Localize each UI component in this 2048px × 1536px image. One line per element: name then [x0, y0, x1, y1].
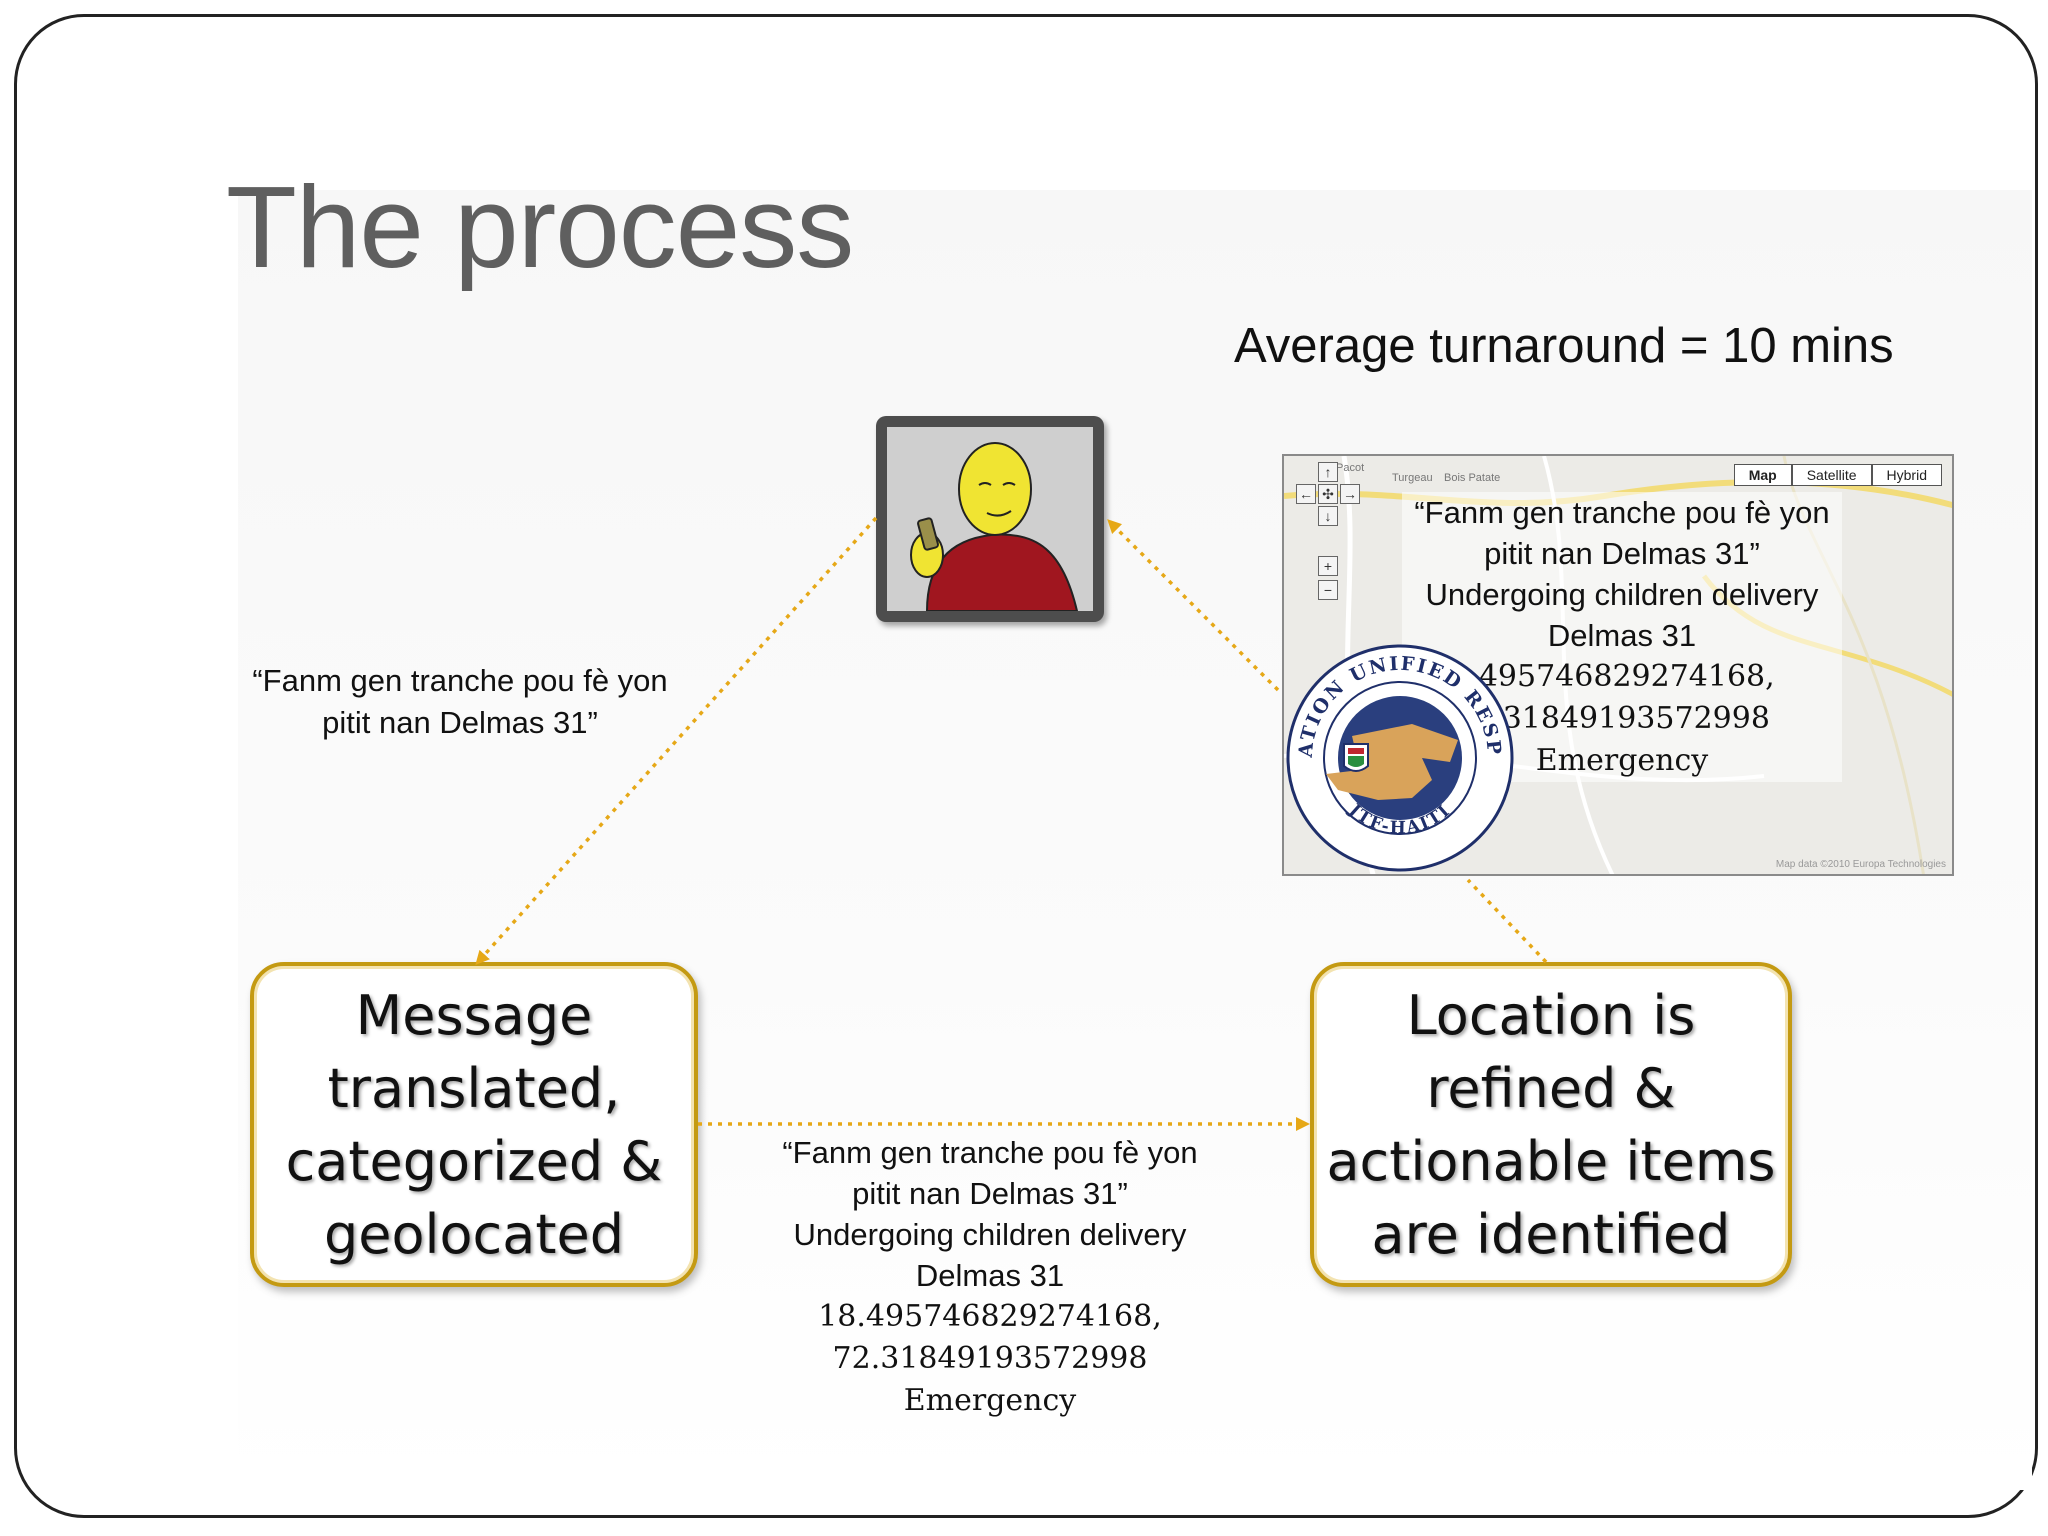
- slide-title: The process: [226, 162, 854, 292]
- process-box-refine-label: Location is refined & actionable items a…: [1326, 983, 1776, 1266]
- pan-down-icon[interactable]: ↓: [1318, 506, 1338, 526]
- pan-center-icon[interactable]: ✣: [1318, 484, 1338, 504]
- map-tab-map[interactable]: Map: [1733, 464, 1792, 486]
- message-bottom-lon: 72.31849193572998: [832, 1341, 1148, 1376]
- arrow-map-to-person: [1107, 519, 1280, 692]
- message-bottom-translation: Undergoing children delivery: [793, 1217, 1187, 1252]
- message-bottom-quote-1: “Fanm gen tranche pou fè yon: [782, 1135, 1198, 1170]
- map-tab-satellite[interactable]: Satellite: [1791, 464, 1872, 486]
- message-bottom-category: Emergency: [903, 1383, 1077, 1418]
- operation-unified-response-seal: OPERATION UNIFIED RESPONSE JTF-HAITI: [1272, 623, 1518, 881]
- map-message-place: Delmas 31: [1547, 618, 1697, 653]
- process-box-translate-label: Message translated, categorized & geoloc…: [285, 983, 663, 1266]
- map-message-category: Emergency: [1535, 743, 1709, 778]
- arrow-person-to-translate: [475, 516, 878, 965]
- quote-left: “Fanm gen tranche pou fè yon pitit nan D…: [200, 660, 720, 744]
- arrow-refine-to-map: [1466, 878, 1548, 964]
- message-bottom-lat: 18.495746829274168,: [818, 1299, 1162, 1334]
- map-place-pacot: Pacot: [1336, 462, 1365, 474]
- zoom-out-icon[interactable]: −: [1318, 580, 1338, 600]
- process-box-refine: Location is refined & actionable items a…: [1310, 962, 1792, 1287]
- quote-left-line-1: “Fanm gen tranche pou fè yon: [252, 663, 668, 698]
- pan-left-icon[interactable]: ←: [1296, 484, 1316, 504]
- map-message-translation: Undergoing children delivery: [1425, 577, 1819, 612]
- map-message-lon: 2.31849193572998: [1474, 701, 1770, 736]
- map-tab-hybrid[interactable]: Hybrid: [1871, 464, 1942, 486]
- map-message-quote-2: pitit nan Delmas 31”: [1484, 536, 1760, 571]
- map-message-lat: .495746829274168,: [1469, 659, 1775, 694]
- person-with-phone-icon: [876, 416, 1104, 622]
- map-message-quote-1: “Fanm gen tranche pou fè yon: [1414, 495, 1830, 530]
- process-box-translate: Message translated, categorized & geoloc…: [250, 962, 698, 1287]
- map-place-bois-patate: Bois Patate: [1444, 472, 1501, 484]
- turnaround-label: Average turnaround = 10 mins: [1234, 319, 1894, 373]
- pan-up-icon[interactable]: ↑: [1318, 462, 1338, 482]
- message-bottom-quote-2: pitit nan Delmas 31”: [852, 1176, 1128, 1211]
- pan-right-icon[interactable]: →: [1340, 484, 1360, 504]
- message-bottom: “Fanm gen tranche pou fè yon pitit nan D…: [745, 1132, 1235, 1422]
- map-credit: Map data ©2010 Europa Technologies: [1775, 859, 1946, 870]
- zoom-in-icon[interactable]: +: [1318, 556, 1338, 576]
- map-type-tabs: Map Satellite Hybrid: [1733, 464, 1942, 486]
- map-place-turgeau: Turgeau: [1392, 472, 1433, 484]
- message-bottom-place: Delmas 31: [915, 1258, 1065, 1293]
- map-message: “Fanm gen tranche pou fè yon pitit nan D…: [1402, 492, 1842, 782]
- quote-left-line-2: pitit nan Delmas 31”: [322, 705, 598, 740]
